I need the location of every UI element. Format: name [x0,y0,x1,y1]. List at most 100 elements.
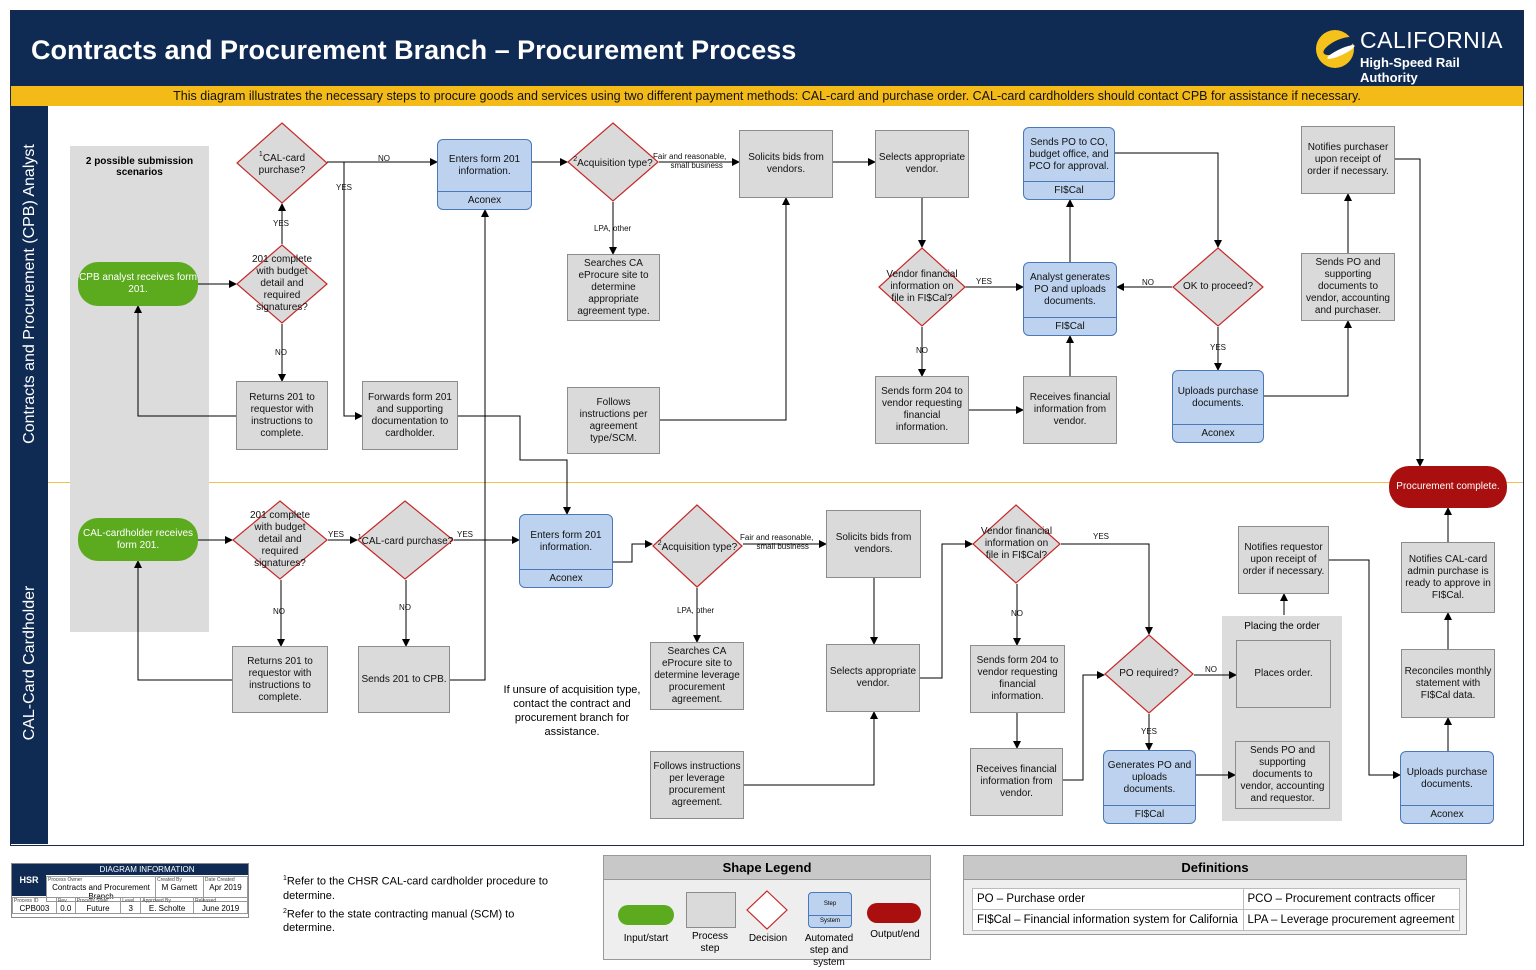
legend-title: Shape Legend [604,856,930,880]
edge-label-no: NO [1205,665,1217,674]
edge [458,415,571,515]
description-banner: This diagram illustrates the necessary s… [11,86,1523,106]
edge [134,560,232,681]
end-procurement-complete: Procurement complete. [1389,466,1507,508]
released: June 2019 [201,904,240,913]
step-sends-po-vendor-top: Sends PO and supporting documents to ven… [1301,253,1395,321]
edge-label-yes: YES [976,277,993,286]
hsr-logo: HSR [12,864,46,896]
decision-calcard-bottom: 1CAL-card purchase? [357,500,454,580]
lane-label-cpb: Contracts and Procurement (CPB) Analyst [11,106,48,482]
diagram-frame [10,10,1524,846]
definition-pco: PCO – Procurement contracts officer [1242,888,1460,910]
edge-label-no: NO [916,346,928,355]
auto-enters-201-top: Enters form 201 information. Aconex [437,139,532,210]
edge [920,540,973,679]
date-created: Apr 2019 [209,883,242,892]
edge [134,305,236,417]
step-searches-eprocure-bottom: Searches CA eProcure site to determine l… [650,642,744,710]
legend-automated: Automated step and system [804,933,854,968]
edge-label-yes: YES [1093,532,1110,541]
created-by: M Garnett [161,883,198,892]
start-cpb-analyst: CPB analyst receives form 201. [78,262,198,306]
legend-decision-shape [746,890,788,930]
edge-label-lpa-other: LPA, other [594,224,632,233]
approved-by: E. Scholte [148,904,186,913]
legend-output-shape [867,903,921,923]
step-returns-201-bottom: Returns 201 to requestor with instructio… [232,646,328,713]
logo-line2: High-Speed Rail Authority [1360,55,1460,85]
rev: 0.0 [60,904,72,913]
edge [343,162,363,420]
step-forwards-201: Forwards form 201 and supporting documen… [362,381,458,450]
auto-enters-201-bottom: Enters form 201 information. Aconex [519,514,613,588]
edge-label-no: NO [1011,609,1023,618]
decision-acquisition-bottom: 2Acquisition type? [652,504,743,588]
definition-row: PO – Purchase order PCO – Procurement co… [972,888,1460,910]
edge [450,209,489,681]
definitions-title: Definitions [964,856,1466,880]
edge-label-yes: YES [1141,727,1158,736]
decision-201-complete-top: 201 complete with budget detail and requ… [236,244,328,324]
step-notifies-purchaser: Notifies purchaser upon receipt of order… [1301,126,1395,194]
auto-uploads-purchase-top: Uploads purchase documents. Aconex [1172,370,1264,443]
step-sends-po-vendor-bottom: Sends PO and supporting documents to ven… [1235,741,1330,809]
start-cardholder: CAL-cardholder receives form 201. [78,518,198,561]
edge [1394,158,1424,467]
legend-input-start: Input/start [623,933,669,944]
shape-legend: Shape Legend Input/start Process step De… [603,855,931,968]
step-sends-201-cpb: Sends 201 to CPB. [358,646,450,713]
edge-label-lpa-other: LPA, other [677,606,715,615]
process-state: Future [86,904,110,913]
edge [1061,543,1153,635]
step-receives-financial-top: Receives financial information from vend… [1023,376,1117,444]
edge [744,711,878,786]
step-places-order: Places order. [1236,640,1331,708]
edge [660,197,790,421]
definitions-panel: Definitions PO – Purchase order PCO – Pr… [963,855,1467,935]
auto-analyst-generates-po: Analyst generates PO and uploads documen… [1023,262,1117,336]
edge-label-no: NO [1142,278,1154,287]
edge [1115,152,1222,248]
decision-201-complete-bottom: 201 complete with budget detail and requ… [232,500,328,580]
lane-divider [48,482,1523,483]
edge-label-yes: YES [328,530,345,539]
placing-order-label: Placing the order [1244,621,1320,632]
edge-label-fair: Fair and reasonable,small business [653,152,727,170]
step-reconciles-statement: Reconciles monthly statement with FI$Cal… [1401,649,1495,718]
legend-start-shape [618,905,674,925]
definition-fiscal: FI$Cal – Financial information system fo… [972,909,1244,931]
step-follows-instructions-bottom: Follows instructions per leverage procur… [650,751,744,819]
footnote-2: 2Refer to the state contracting manual (… [283,907,515,935]
auto-uploads-purchase-bottom: Uploads purchase documents. Aconex [1400,751,1494,824]
edge-label-yes: YES [336,183,353,192]
edge-label-no: NO [273,607,285,616]
step-solicits-bids-top: Solicits bids from vendors. [739,130,833,198]
definition-lpa: LPA – Leverage procurement agreement [1242,909,1460,931]
edge-label-no: NO [378,154,390,163]
step-selects-vendor-top: Selects appropriate vendor. [875,130,969,198]
decision-vendor-fiscal-bottom: Vendor financial information on file in … [972,504,1061,584]
level: 3 [128,904,133,913]
auto-generates-po-bottom: Generates PO and uploads documents. FI$C… [1103,750,1196,824]
legend-decision: Decision [748,933,788,944]
legend-process-step: Process step [691,931,729,954]
step-selects-vendor-bottom: Selects appropriate vendor. [826,644,920,712]
edge-label-fair: Fair and reasonable,small business [740,533,814,551]
decision-vendor-fiscal-top: Vendor financial information on file in … [878,247,966,327]
step-notifies-calcard-admin: Notifies CAL-card admin purchase is read… [1401,542,1495,613]
process-id: CPB003 [19,904,50,913]
step-notifies-requestor: Notifies requestor upon receipt of order… [1238,526,1329,594]
edge [613,540,653,563]
step-solicits-bids-bottom: Solicits bids from vendors. [826,510,921,578]
footnotes: 1Refer to the CHSR CAL-card cardholder p… [283,872,553,937]
logo-line1: CALIFORNIA [1360,27,1504,53]
connector-layer [134,152,1452,786]
decision-calcard-top: 1CAL-card purchase? [236,122,328,204]
step-searches-eprocure-top: Searches CA eProcure site to determine a… [567,254,660,321]
edge-label-no: NO [399,603,411,612]
step-returns-201-top: Returns 201 to requestor with instructio… [236,381,328,450]
diagram-info-heading: DIAGRAM INFORMATION [46,864,248,875]
definition-po: PO – Purchase order [972,888,1244,910]
